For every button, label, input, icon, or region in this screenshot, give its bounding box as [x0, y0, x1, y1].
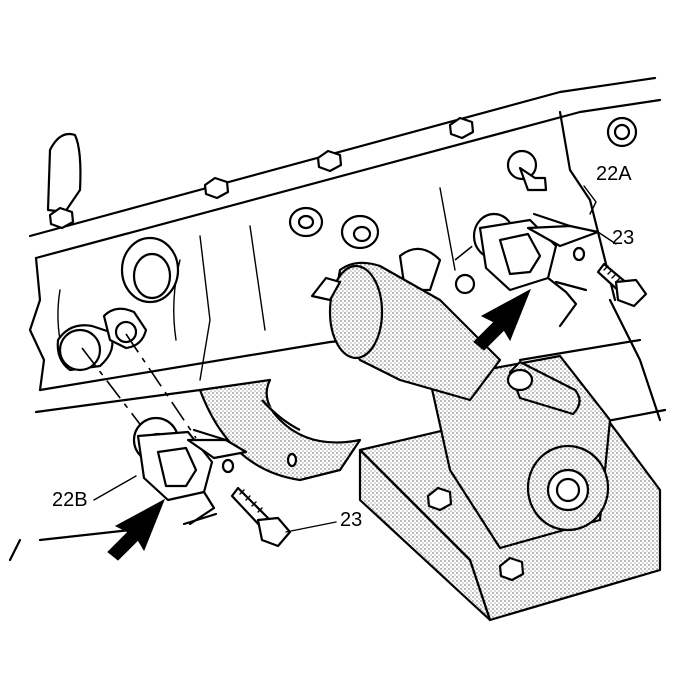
callout-23-top: 23	[612, 227, 634, 249]
connector-22a	[472, 212, 600, 328]
callout-23-bottom: 23	[340, 509, 362, 531]
arrow-22b-icon	[107, 498, 165, 561]
lower-bores	[56, 307, 148, 372]
holding-fixture	[198, 261, 662, 622]
leader-lines	[93, 185, 617, 533]
bolt-23-bottom	[230, 486, 292, 548]
case-bosses	[120, 116, 638, 304]
connector-22b	[132, 416, 248, 526]
callout-22a: 22A	[596, 163, 632, 185]
arrow-22a-icon	[473, 288, 531, 351]
callout-22b: 22B	[52, 489, 88, 511]
bolt-23-top	[596, 262, 648, 308]
pan-rail-bolts	[48, 116, 475, 230]
